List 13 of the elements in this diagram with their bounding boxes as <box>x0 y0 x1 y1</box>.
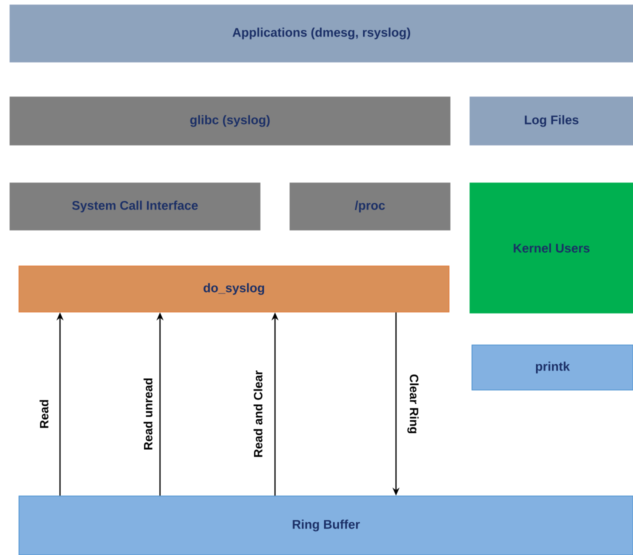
layer-box: Kernel Users <box>470 182 633 314</box>
layer-box: Log Files <box>470 96 633 146</box>
function-box: do_syslog <box>18 266 450 312</box>
buffer-box: Ring Buffer <box>18 496 633 555</box>
layer-box: Applications (dmesg, rsyslog) <box>10 4 633 62</box>
function-box: printk <box>472 344 633 390</box>
layer-box: System Call Interface <box>10 182 260 230</box>
edge-label: Read unread <box>142 376 154 452</box>
layer-box: glibc (syslog) <box>10 96 450 146</box>
edge-label: Read <box>38 398 50 430</box>
edge-label: Clear Ring <box>406 373 420 435</box>
layer-box: /proc <box>290 182 450 230</box>
edge-label: Read and Clear <box>252 369 264 459</box>
